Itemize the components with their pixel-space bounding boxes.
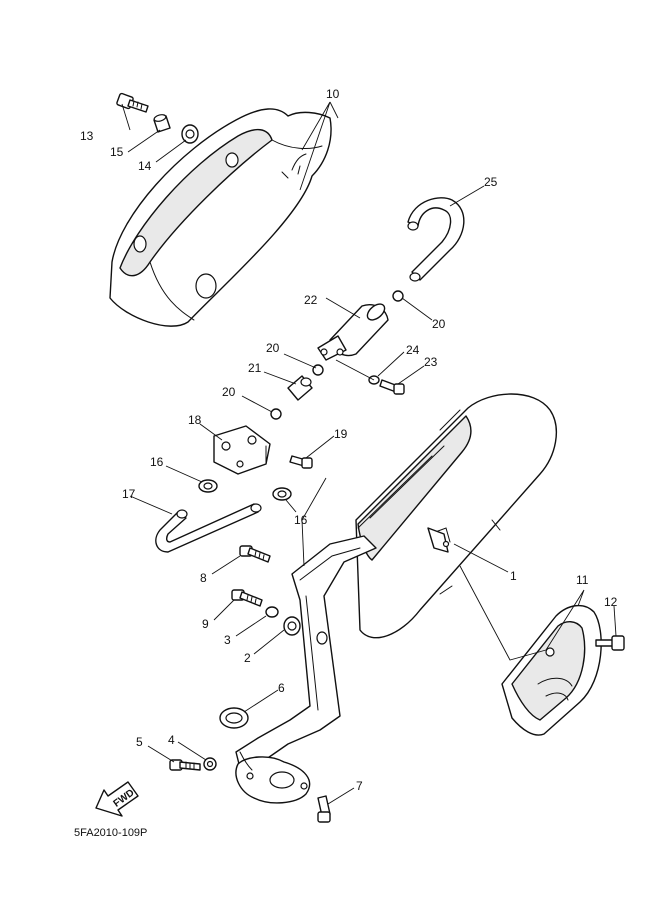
collar-15	[153, 114, 171, 133]
callout-17: 17	[122, 487, 136, 501]
callout-20-middle: 20	[266, 341, 280, 355]
muffler-1	[235, 393, 557, 804]
bolt-19	[289, 455, 313, 469]
bolt-8	[239, 545, 271, 563]
bracket-18	[213, 425, 271, 475]
fwd-arrow: FWD	[95, 781, 139, 817]
clip-20-lower	[270, 408, 282, 420]
callout-2: 2	[244, 651, 251, 665]
callout-16-left: 16	[150, 455, 164, 469]
clamp-16-left	[198, 479, 218, 493]
callout-16-right: 16	[294, 513, 308, 527]
callout-7: 7	[356, 779, 363, 793]
hose-25	[407, 197, 465, 282]
callout-18: 18	[188, 413, 202, 427]
heat-shield-11	[501, 605, 602, 736]
callout-1: 1	[510, 569, 517, 583]
callout-22: 22	[304, 293, 318, 307]
callout-4: 4	[168, 733, 175, 747]
clamp-16-right	[272, 487, 292, 501]
callout-19: 19	[334, 427, 348, 441]
callout-9: 9	[202, 617, 209, 631]
bolt-5	[169, 759, 201, 771]
valve-22	[317, 303, 389, 361]
callout-20-upper: 20	[432, 317, 446, 331]
clip-20-upper	[392, 290, 404, 302]
callout-15: 15	[110, 145, 124, 159]
callout-13: 13	[80, 129, 94, 143]
washer-3	[265, 606, 279, 618]
collar-2	[283, 616, 301, 636]
callout-8: 8	[200, 571, 207, 585]
callout-20-lower: 20	[222, 385, 236, 399]
callout-5: 5	[136, 735, 143, 749]
bolt-13	[116, 92, 149, 113]
callout-25: 25	[484, 175, 498, 189]
callout-14: 14	[138, 159, 152, 173]
callout-24: 24	[406, 343, 420, 357]
callout-6: 6	[278, 681, 285, 695]
diagram-code: 5FA2010-109P	[74, 827, 147, 839]
bolt-12	[595, 635, 625, 651]
gasket-6	[219, 707, 249, 729]
callout-11: 11	[576, 573, 589, 587]
muffler-protector	[109, 108, 332, 327]
callout-10: 10	[326, 87, 340, 101]
callout-12: 12	[604, 595, 618, 609]
pipe-17	[155, 503, 262, 553]
callout-23: 23	[424, 355, 438, 369]
leader-lines	[121, 101, 617, 805]
nut-4	[203, 757, 217, 771]
grommet-14	[181, 124, 199, 144]
pipe-21	[287, 375, 313, 401]
bolt-23	[379, 379, 405, 395]
bolt-7	[317, 795, 331, 823]
clip-20-middle	[312, 364, 324, 376]
callout-labels: 1 2 3 4 5 6 7 8 9 10 11 12 13 14 15 16 1…	[80, 87, 618, 793]
callout-21: 21	[248, 361, 262, 375]
callout-3: 3	[224, 633, 231, 647]
bolt-9	[231, 589, 263, 607]
